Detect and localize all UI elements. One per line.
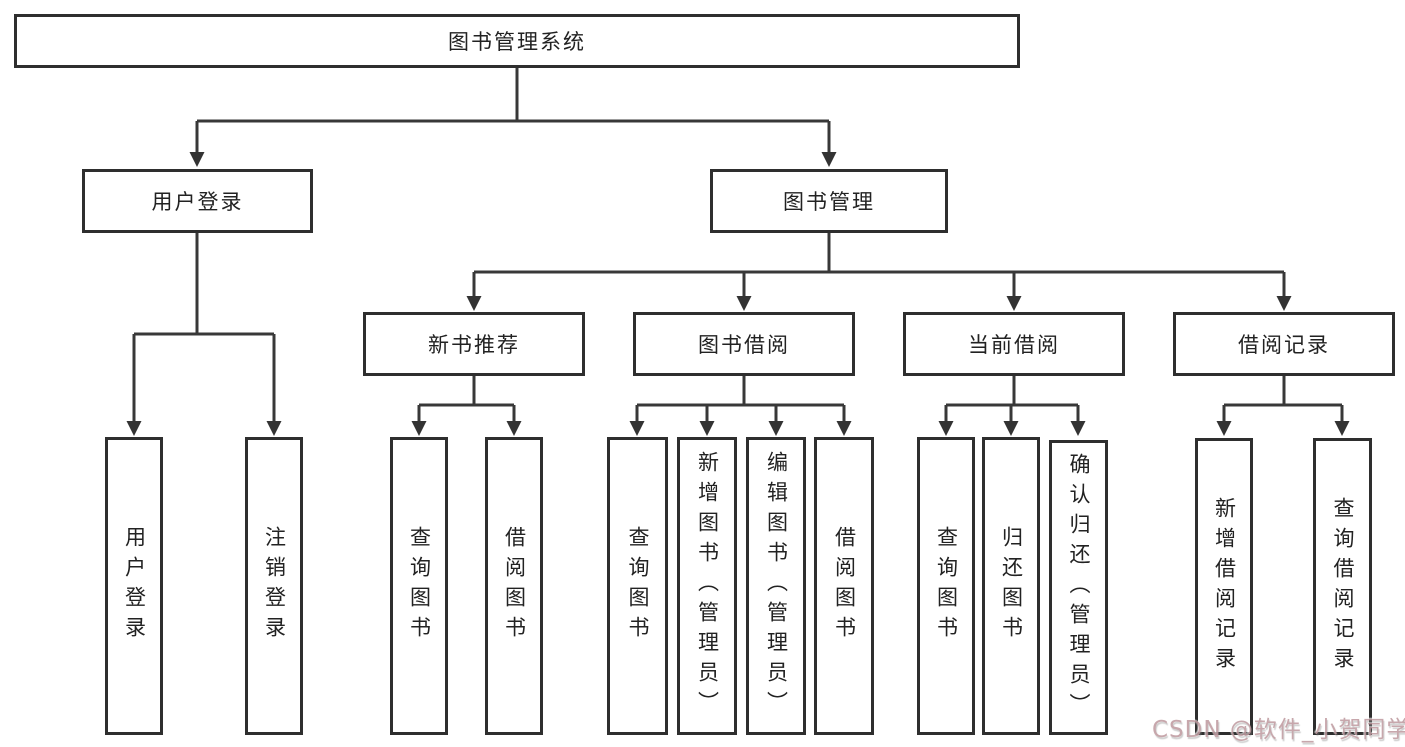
leaf-confirm-return-admin: 确认归还（管理员）	[1049, 440, 1108, 735]
leaf-add-borrow-record: 新增借阅记录	[1195, 438, 1253, 735]
leaf-borrow-books: 借阅图书	[814, 437, 874, 735]
node-user-login: 用户登录	[82, 169, 313, 233]
leaf-query-borrow-record: 查询借阅记录	[1313, 438, 1372, 735]
leaf-query-books-borrow: 查询图书	[607, 437, 668, 735]
connector-trunks	[134, 68, 1342, 407]
leaf-logout: 注销登录	[245, 437, 303, 735]
leaf-query-books-recommend: 查询图书	[390, 437, 448, 735]
node-book-borrow: 图书借阅	[633, 312, 855, 376]
node-book-management: 图书管理	[710, 169, 948, 233]
leaf-user-login: 用户登录	[105, 437, 163, 735]
leaf-query-books-current: 查询图书	[917, 437, 975, 735]
node-root-library-system: 图书管理系统	[14, 14, 1020, 68]
leaf-add-books-admin: 新增图书（管理员）	[677, 437, 737, 735]
node-new-book-recommend: 新书推荐	[363, 312, 585, 376]
leaf-edit-books-admin: 编辑图书（管理员）	[746, 437, 806, 735]
leaf-return-books: 归还图书	[982, 437, 1040, 735]
connector-arrows	[126, 121, 1350, 436]
node-borrow-records: 借阅记录	[1173, 312, 1395, 376]
csdn-watermark: CSDN @软件_小贺同学	[1152, 717, 1405, 743]
leaf-borrow-books-recommend: 借阅图书	[485, 437, 543, 735]
node-current-borrow: 当前借阅	[903, 312, 1125, 376]
